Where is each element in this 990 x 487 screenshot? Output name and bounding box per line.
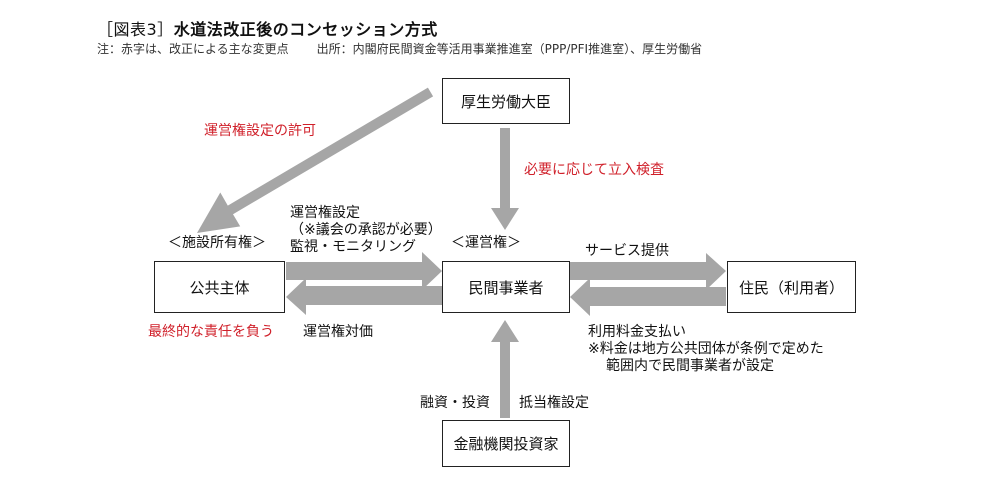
source-text: 出所：内閣府民間資金等活用事業推進室（PPP/PFI推進室）、厚生労働省 — [316, 42, 703, 56]
label-consideration: 運営権対価 — [303, 324, 373, 340]
node-residents: 住民（利用者） — [727, 261, 856, 313]
arrow-consideration — [286, 278, 442, 315]
page-title: ［図表3］水道法改正後のコンセッション方式 — [97, 16, 438, 40]
label-mortgage: 抵当権設定 — [519, 395, 589, 411]
label-operation-right: ＜運営権＞ — [451, 235, 521, 251]
label-inspection: 必要に応じて立入検査 — [524, 162, 664, 178]
note-text: 注：赤字は、改正による主な変更点 — [97, 42, 289, 56]
label-service: サービス提供 — [585, 243, 669, 259]
label-fee-3: 範囲内で民間事業者が設定 — [606, 358, 774, 374]
label-setting-1: 運営権設定 — [290, 205, 360, 221]
node-operator: 民間事業者 — [442, 261, 570, 313]
diagram-title: 水道法改正後のコンセッション方式 — [173, 20, 438, 39]
label-permit: 運営権設定の許可 — [204, 123, 316, 139]
arrow-setting — [286, 252, 442, 290]
node-public-entity: 公共主体 — [154, 261, 285, 313]
label-fee-1: 利用料金支払い — [588, 324, 686, 340]
label-financing: 融資・投資 — [420, 395, 490, 411]
figure-number: ［図表3］ — [97, 20, 174, 39]
arrow-permit — [197, 87, 434, 233]
arrow-fee — [570, 278, 726, 316]
label-setting-2: （※議会の承認が必要） — [290, 222, 442, 238]
node-mhlw: 厚生労働大臣 — [442, 78, 570, 124]
arrow-service — [570, 253, 726, 290]
node-finance: 金融機関投資家 — [442, 420, 570, 467]
label-final-responsibility: 最終的な責任を負う — [148, 324, 274, 340]
subtitle: 注：赤字は、改正による主な変更点 出所：内閣府民間資金等活用事業推進室（PPP/P… — [97, 40, 702, 57]
arrow-financing — [491, 320, 519, 418]
label-facility-owner: ＜施設所有権＞ — [168, 235, 266, 251]
label-setting-3: 監視・モニタリング — [290, 239, 416, 255]
label-fee-2: ※料金は地方公共団体が条例で定めた — [588, 341, 824, 357]
arrow-inspection — [491, 128, 519, 230]
